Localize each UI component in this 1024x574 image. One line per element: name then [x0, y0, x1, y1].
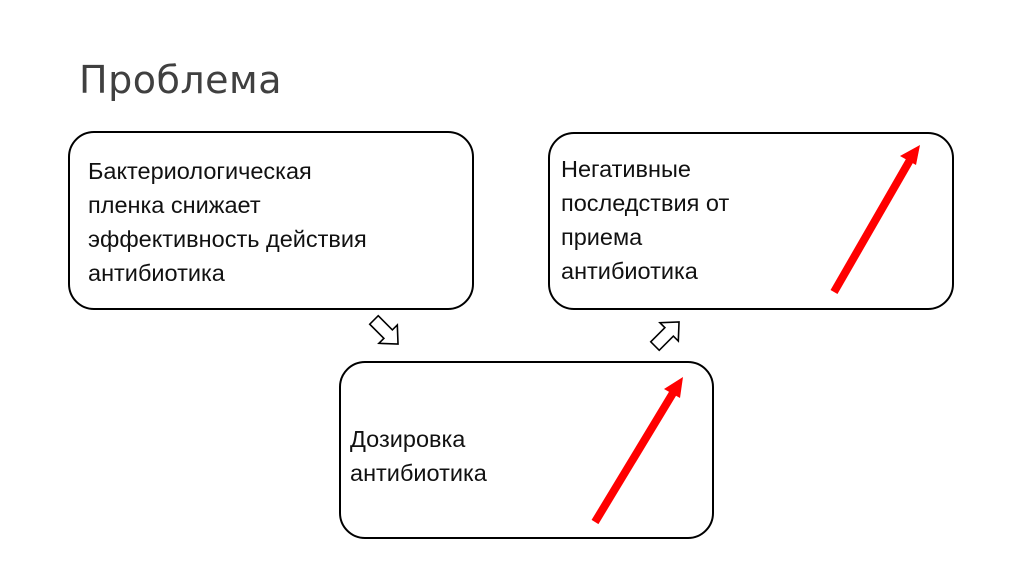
dosage-box-text: Дозировка антибиотика — [350, 426, 487, 486]
cause-box-text: Бактериологическая пленка снижает эффект… — [88, 158, 367, 286]
outline-arrow-up-right-icon — [649, 321, 680, 352]
dosage-box: Дозировка антибиотика — [339, 361, 714, 539]
consequence-box-text: Негативные последствия от приема антибио… — [561, 156, 730, 284]
outline-arrow-down-right-icon — [368, 314, 399, 345]
cause-box: Бактериологическая пленка снижает эффект… — [68, 131, 474, 310]
consequence-box: Негативные последствия от приема антибио… — [548, 132, 954, 310]
slide-title: Проблема — [79, 58, 282, 102]
